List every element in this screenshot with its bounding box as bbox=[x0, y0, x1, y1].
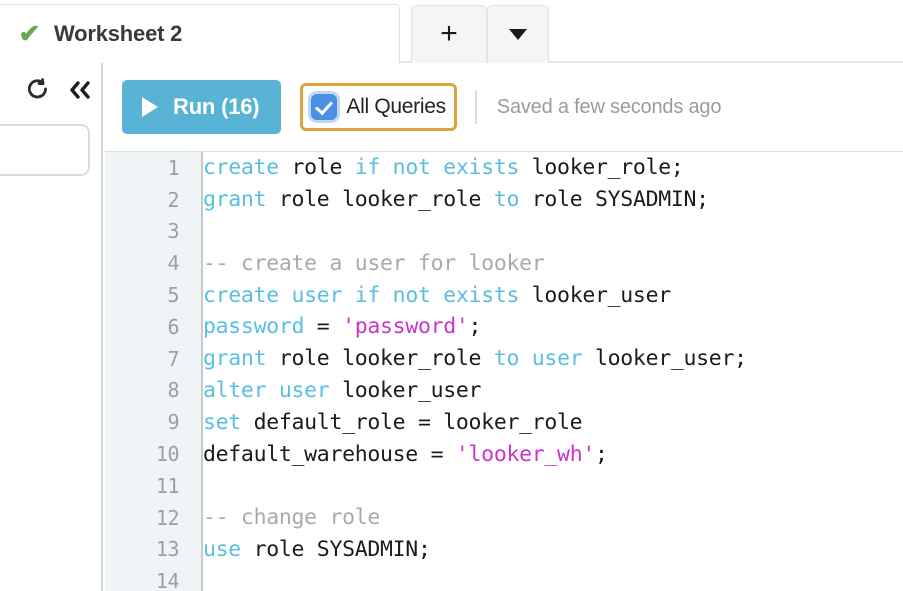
run-button-label: Run (16) bbox=[173, 94, 260, 119]
code-line-text: set default_role = looker_role bbox=[191, 409, 583, 435]
line-number: 8 bbox=[167, 378, 179, 403]
editor-code-area[interactable]: 1 create role if not exists looker_role; 2… bbox=[105, 152, 903, 591]
code-token: if not exists bbox=[354, 282, 520, 308]
line-number: 3 bbox=[167, 219, 179, 244]
code-token: to user bbox=[493, 346, 583, 372]
line-number: 4 bbox=[167, 251, 179, 276]
code-token: role bbox=[278, 155, 355, 181]
code-token: looker_role; bbox=[519, 155, 684, 181]
code-line[interactable]: 12 -- change role bbox=[105, 502, 903, 534]
code-line-text: password = 'password'; bbox=[191, 314, 481, 339]
line-number: 11 bbox=[155, 473, 180, 498]
line-number: 13 bbox=[155, 537, 180, 562]
all-queries-checkbox[interactable]: All Queries bbox=[300, 83, 457, 131]
line-number: 12 bbox=[155, 505, 180, 530]
checkbox-checked-icon bbox=[311, 94, 338, 120]
editor-toolbar: Run (16) All Queries Saved a few seconds… bbox=[105, 63, 903, 151]
code-token: looker_user bbox=[519, 282, 671, 308]
double-chevron-left-icon[interactable] bbox=[65, 77, 95, 108]
chevron-down-icon bbox=[509, 29, 527, 40]
line-number: 1 bbox=[167, 155, 179, 180]
code-token: 'looker_wh' bbox=[455, 441, 595, 467]
code-line[interactable]: 2 grant role looker_role to role SYSADMIN… bbox=[105, 184, 903, 216]
sidebar-search-input[interactable] bbox=[0, 124, 90, 176]
left-sidebar-rail bbox=[0, 63, 103, 591]
tab-worksheet-2[interactable]: ✔ Worksheet 2 bbox=[0, 4, 400, 63]
code-token: = bbox=[304, 314, 343, 340]
editor-gutter bbox=[105, 152, 203, 591]
code-token: role SYSADMIN; bbox=[519, 187, 709, 213]
code-line-text: use role SYSADMIN; bbox=[191, 537, 431, 562]
code-line-text: alter user looker_user bbox=[191, 378, 481, 403]
code-token: role SYSADMIN; bbox=[240, 536, 431, 562]
code-token: looker_user bbox=[329, 377, 482, 403]
refresh-icon[interactable] bbox=[25, 77, 51, 108]
tab-label: Worksheet 2 bbox=[53, 21, 183, 46]
saved-status-text: Saved a few seconds ago bbox=[496, 95, 722, 118]
code-token: 'password' bbox=[342, 314, 469, 340]
code-token: role looker_role bbox=[266, 187, 494, 213]
code-line[interactable]: 8 alter user looker_user bbox=[105, 375, 903, 407]
line-number: 7 bbox=[167, 346, 179, 371]
code-token bbox=[342, 283, 355, 308]
code-line-text: create user if not exists looker_user bbox=[191, 283, 671, 308]
plus-icon: + bbox=[440, 16, 458, 50]
code-token: create user bbox=[203, 282, 343, 308]
code-token: grant bbox=[203, 346, 267, 372]
rail-icon-group bbox=[25, 77, 95, 108]
line-number: 14 bbox=[155, 569, 180, 591]
line-number: 2 bbox=[167, 187, 179, 212]
code-token: alter user bbox=[203, 377, 330, 403]
code-line-text: create role if not exists looker_role; bbox=[191, 155, 684, 180]
code-token: ; bbox=[468, 314, 482, 340]
code-line-text: -- change role bbox=[191, 505, 380, 530]
run-button[interactable]: Run (16) bbox=[122, 80, 282, 134]
code-line-text: grant role looker_role to role SYSADMIN; bbox=[191, 187, 709, 212]
code-token: to bbox=[493, 187, 520, 213]
code-token: -- change role bbox=[203, 505, 381, 531]
worksheet-tabstrip: ✔ Worksheet 2 + bbox=[0, 0, 903, 63]
line-number: 10 bbox=[155, 442, 180, 467]
code-line[interactable]: 11 bbox=[105, 470, 903, 502]
code-token: ; bbox=[594, 441, 608, 467]
code-token: default_role = looker_role bbox=[240, 409, 583, 435]
code-token: password bbox=[203, 314, 305, 340]
all-queries-label: All Queries bbox=[346, 95, 446, 118]
code-token: if not exists bbox=[354, 155, 520, 181]
line-number: 5 bbox=[167, 283, 179, 308]
code-line[interactable]: 10 default_warehouse = 'looker_wh'; bbox=[105, 438, 903, 470]
code-token: default_warehouse = bbox=[203, 441, 456, 467]
code-line[interactable]: 14 bbox=[105, 565, 903, 591]
line-number: 9 bbox=[167, 410, 179, 435]
code-line[interactable]: 5 create user if not exists looker_user bbox=[105, 279, 903, 311]
code-line-text: grant role looker_role to user looker_us… bbox=[191, 346, 747, 371]
code-token: create bbox=[203, 155, 279, 181]
code-line[interactable]: 4 -- create a user for looker bbox=[105, 247, 903, 279]
code-token: -- create a user for looker bbox=[203, 250, 545, 276]
worksheet-menu-button[interactable] bbox=[487, 5, 549, 63]
toolbar-divider bbox=[474, 90, 477, 124]
code-line[interactable]: 7 grant role looker_role to user looker_u… bbox=[105, 343, 903, 375]
check-icon: ✔ bbox=[18, 19, 41, 48]
code-token: set bbox=[203, 409, 241, 435]
code-token: role looker_role bbox=[266, 346, 494, 372]
code-line[interactable]: 3 bbox=[105, 216, 903, 248]
code-token: grant bbox=[203, 187, 267, 213]
code-line[interactable]: 13 use role SYSADMIN; bbox=[105, 534, 903, 566]
play-icon bbox=[142, 97, 158, 117]
add-worksheet-button[interactable]: + bbox=[411, 5, 487, 63]
line-number: 6 bbox=[167, 314, 179, 339]
code-line[interactable]: 6 password = 'password'; bbox=[105, 311, 903, 343]
code-line[interactable]: 1 create role if not exists looker_role; bbox=[105, 152, 903, 184]
code-line-text: default_warehouse = 'looker_wh'; bbox=[191, 442, 608, 467]
sql-code-editor[interactable]: 1 create role if not exists looker_role; 2… bbox=[105, 151, 903, 591]
code-line-text: -- create a user for looker bbox=[191, 250, 545, 276]
code-token: use bbox=[203, 536, 241, 562]
code-line[interactable]: 9 set default_role = looker_role bbox=[105, 406, 903, 438]
code-token: looker_user; bbox=[582, 346, 747, 372]
